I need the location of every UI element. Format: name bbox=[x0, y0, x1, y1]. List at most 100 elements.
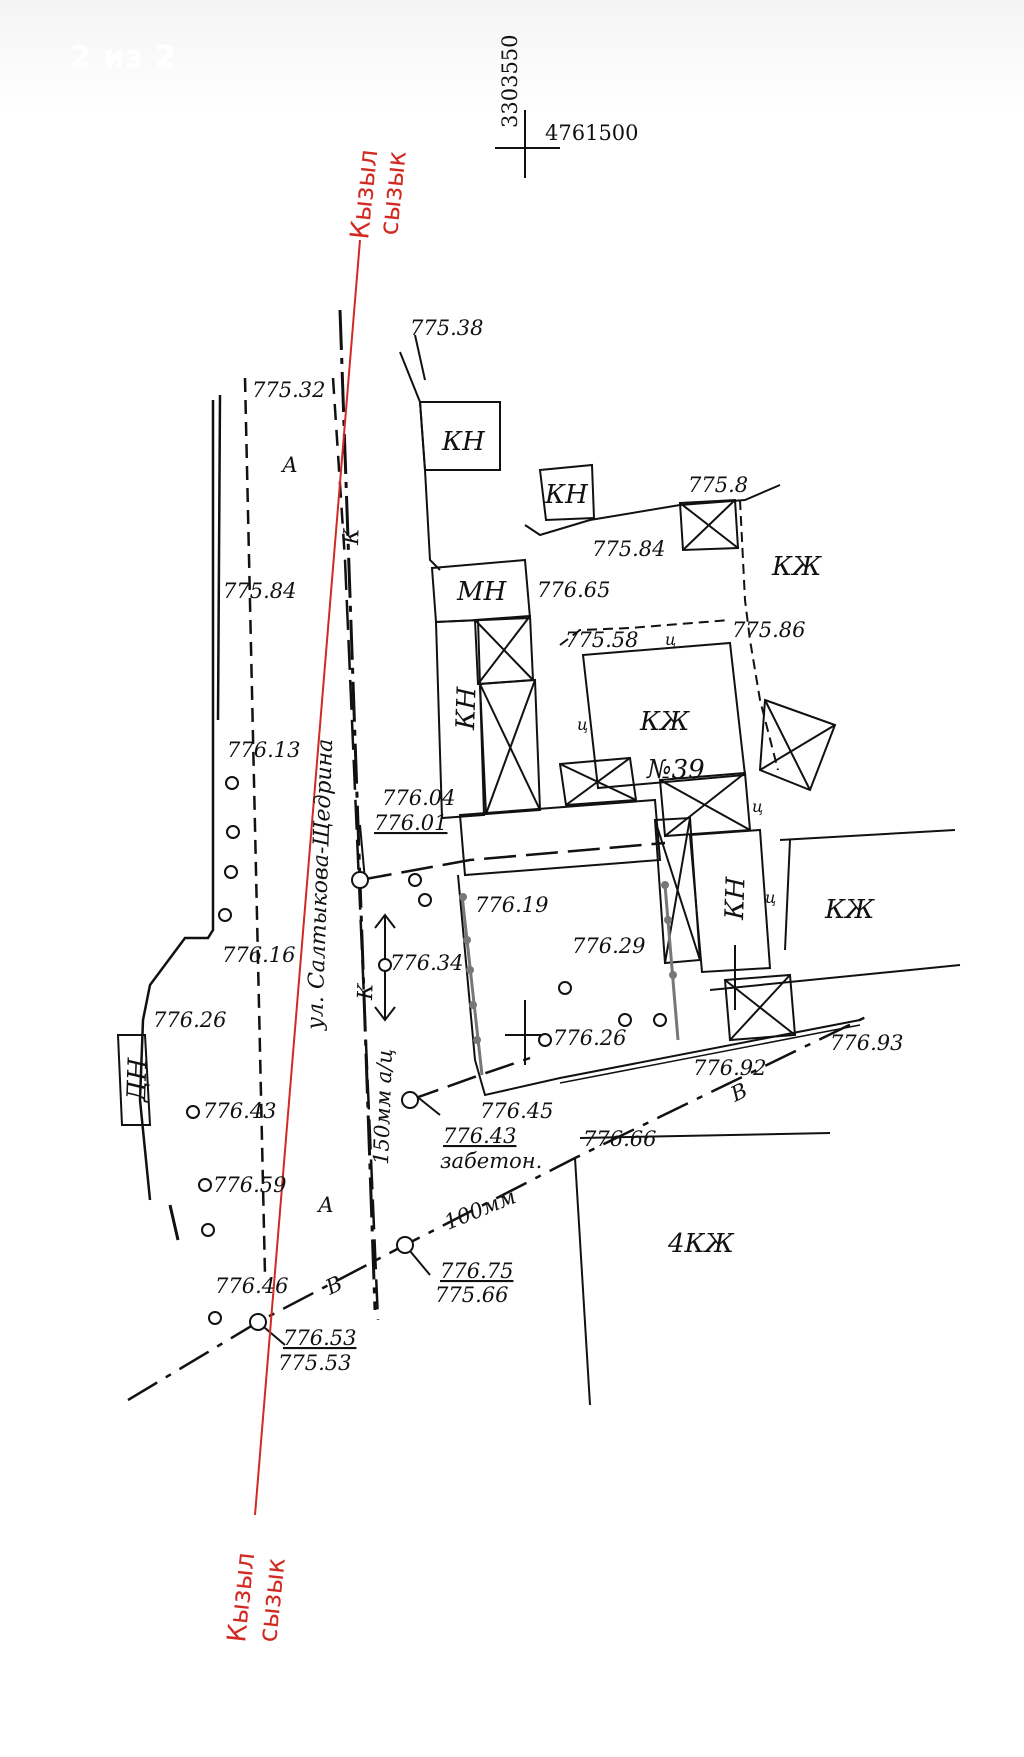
coord-y: 4761500 bbox=[545, 121, 639, 145]
elev-e10: 776.04 bbox=[382, 786, 455, 810]
building-kn-small bbox=[538, 463, 596, 522]
grey-fence-left bbox=[460, 894, 484, 1076]
tree-12 bbox=[186, 1105, 200, 1119]
well-1 bbox=[351, 871, 369, 889]
elev-e21: 776.45 bbox=[480, 1099, 553, 1123]
left-fence bbox=[138, 400, 215, 1201]
elev-e7: 775.58 bbox=[565, 628, 638, 652]
building-kn-left bbox=[434, 618, 486, 820]
well-2 bbox=[401, 1091, 419, 1109]
tree-15 bbox=[208, 1311, 222, 1325]
elev-e17: 776.26 bbox=[553, 1026, 626, 1050]
elev-e8: 775.86 bbox=[732, 618, 805, 642]
hatch-block-7 bbox=[758, 698, 837, 792]
fence-stub bbox=[168, 1204, 180, 1241]
label-dn: ДН bbox=[122, 1056, 154, 1103]
label-kzh-mid-right: КЖ bbox=[824, 895, 875, 925]
code-v-1: В bbox=[321, 1271, 346, 1300]
fence-post bbox=[664, 916, 672, 924]
elev-e14: 776.16 bbox=[222, 943, 295, 967]
elev-e15: 776.34 bbox=[390, 951, 463, 975]
building-kn-right bbox=[688, 828, 772, 974]
code-a-1: А bbox=[280, 453, 298, 477]
label-mn: МН bbox=[456, 577, 508, 607]
hatch-block-4 bbox=[558, 756, 638, 807]
label-kzh-right: КЖ bbox=[771, 552, 822, 582]
leader-77601 bbox=[359, 824, 366, 881]
fence-post bbox=[466, 966, 474, 974]
hatch-block-8 bbox=[723, 973, 797, 1042]
well-3 bbox=[396, 1236, 414, 1254]
fence-post bbox=[463, 936, 471, 944]
road-edge-right bbox=[343, 559, 380, 1321]
brick-marker: ц bbox=[577, 715, 588, 734]
leader-77643 bbox=[414, 1094, 441, 1116]
boundary-right-1 bbox=[779, 829, 956, 841]
boundary-right-2 bbox=[784, 839, 791, 951]
elev-e24: 776.59 bbox=[213, 1173, 286, 1197]
viewer-top-bar: 2 из 2 bbox=[0, 0, 1024, 110]
elev-e11: 776.01 bbox=[374, 811, 447, 835]
label-house-number: №39 bbox=[646, 755, 705, 785]
elev-e16: 776.26 bbox=[153, 1008, 226, 1032]
grey-fence-right bbox=[663, 884, 680, 1041]
sewer-label: 100мм bbox=[441, 1184, 519, 1234]
service-line-mid bbox=[409, 1056, 531, 1102]
building-kn-top bbox=[418, 401, 501, 471]
building-connector bbox=[458, 798, 662, 877]
label-kn-left: КН bbox=[451, 685, 483, 731]
tree-1 bbox=[225, 776, 239, 790]
elev-e29: 775.53 bbox=[278, 1351, 351, 1375]
tree-10 bbox=[653, 1013, 667, 1027]
elev-e1: 775.38 bbox=[410, 316, 483, 340]
elev-e26: 775.66 bbox=[435, 1283, 508, 1307]
label-kn-right: КН bbox=[720, 875, 752, 921]
hatch-block-1 bbox=[473, 614, 535, 686]
plot-boundary-left bbox=[419, 401, 441, 571]
tree-5 bbox=[408, 873, 422, 887]
elev-e9: 776.13 bbox=[227, 738, 300, 762]
elev-e28: 776.53 bbox=[283, 1326, 356, 1350]
coord-x: 3303550 bbox=[498, 34, 522, 128]
elev-e4: 775.84 bbox=[592, 537, 665, 561]
house-outline-dashed bbox=[559, 619, 731, 646]
building-dn bbox=[116, 1034, 152, 1126]
arrow-head-down bbox=[374, 1006, 396, 1022]
elev-e13: 776.29 bbox=[572, 934, 645, 958]
image-counter: 2 из 2 bbox=[70, 40, 178, 75]
code-k-1: К bbox=[339, 527, 364, 546]
plot-boundary-east bbox=[739, 499, 779, 771]
street-name: ул. Салтыкова-Щедрина bbox=[303, 738, 338, 1031]
red-line bbox=[254, 239, 361, 1516]
fence-post bbox=[459, 893, 467, 901]
code-v-2: В bbox=[726, 1078, 751, 1107]
elev-e5: 775.84 bbox=[223, 579, 296, 603]
elev-e19: 776.93 bbox=[830, 1031, 903, 1055]
front-plot bbox=[457, 874, 861, 1097]
tree-8 bbox=[558, 981, 572, 995]
hatch-block-3 bbox=[678, 498, 740, 552]
arrow-head-up bbox=[374, 913, 396, 929]
leader-77538 bbox=[414, 334, 426, 381]
code-a-2: А bbox=[316, 1193, 334, 1217]
tree-11 bbox=[538, 1033, 552, 1047]
brick-marker: ц bbox=[752, 797, 763, 816]
label-kn-top: КН bbox=[441, 427, 486, 457]
elev-e27: 776.46 bbox=[215, 1274, 288, 1298]
elev-e6: 776.65 bbox=[537, 578, 610, 602]
boundary-right-3 bbox=[709, 964, 961, 991]
plot-boundary-top bbox=[399, 351, 500, 403]
road-edge-left bbox=[243, 377, 267, 1276]
tree-3 bbox=[224, 865, 238, 879]
elev-e23: 776.66 bbox=[583, 1127, 656, 1151]
fence-post bbox=[661, 881, 669, 889]
road-edge-mid bbox=[331, 377, 347, 561]
elev-e25: 776.75 bbox=[440, 1259, 513, 1283]
label-kn-small: КН bbox=[544, 480, 589, 510]
brick-marker: ц bbox=[665, 630, 676, 649]
elev-e20: 776.43 bbox=[203, 1099, 276, 1123]
elev-e18: 776.92 bbox=[693, 1056, 766, 1080]
elev-e3: 775.8 bbox=[688, 473, 748, 497]
label-kzh-main: КЖ bbox=[639, 707, 690, 737]
